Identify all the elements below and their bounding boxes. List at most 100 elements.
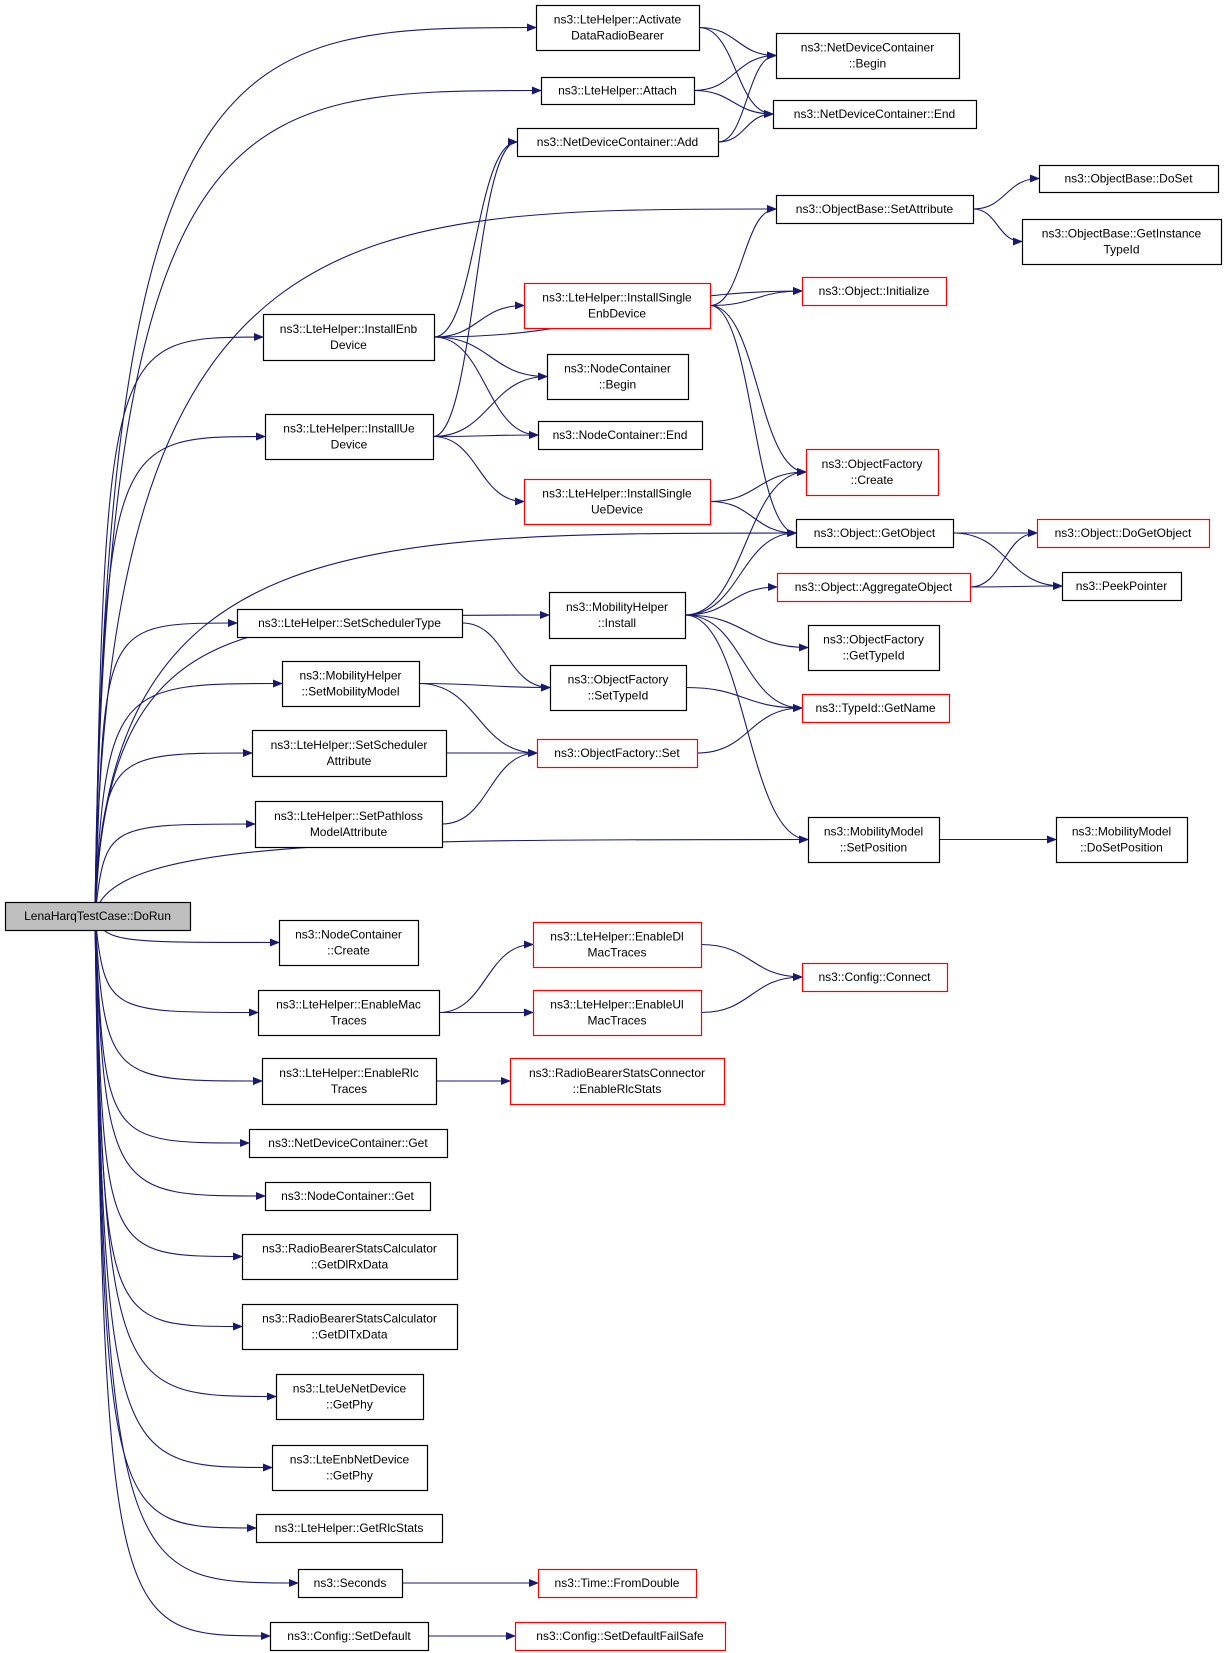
- node-ue-get-phy[interactable]: ns3::LteUeNetDevice::GetPhy: [275, 1373, 425, 1421]
- node-box: [523, 282, 712, 330]
- node-box: [801, 276, 948, 307]
- node-mm-do-set-pos[interactable]: ns3::MobilityModel::DoSetPosition: [1055, 816, 1189, 864]
- node-seconds[interactable]: ns3::Seconds: [297, 1568, 404, 1599]
- node-label: ns3::NetDeviceContainer::Get: [268, 1136, 428, 1150]
- node-box: [540, 76, 696, 106]
- node-rbs-enable-rlc[interactable]: ns3::RadioBearerStatsConnector::EnableRl…: [509, 1057, 726, 1106]
- node-label: ::SetTypeId: [588, 689, 649, 703]
- node-of-set-type-id[interactable]: ns3::ObjectFactory::SetTypeId: [549, 664, 688, 712]
- node-nc-create[interactable]: ns3::NodeContainer::Create: [278, 919, 420, 967]
- node-box: [807, 816, 941, 864]
- edge-root-to-ue-get-phy: [94, 915, 277, 1401]
- node-ndc-begin[interactable]: ns3::NetDeviceContainer::Begin: [775, 32, 961, 80]
- edge-ndc-add-to-ndc-begin: [717, 51, 777, 143]
- node-box: [775, 194, 975, 225]
- node-box: [241, 1233, 459, 1281]
- node-box: [297, 1568, 404, 1599]
- node-ob-do-set[interactable]: ns3::ObjectBase::DoSet: [1038, 164, 1220, 194]
- node-cfg-set-default-fs[interactable]: ns3::Config::SetDefaultFailSafe: [514, 1621, 727, 1652]
- edge-mh-install-to-obj-aggregate: [684, 583, 778, 616]
- node-label: ns3::Time::FromDouble: [555, 1576, 680, 1590]
- node-label: ns3::RadioBearerStatsCalculator: [262, 1312, 437, 1326]
- node-of-set[interactable]: ns3::ObjectFactory::Set: [536, 738, 699, 769]
- node-mm-set-pos[interactable]: ns3::MobilityModel::SetPosition: [807, 816, 941, 864]
- node-box: [1055, 816, 1189, 864]
- node-of-get-type-id[interactable]: ns3::ObjectFactory::GetTypeId: [807, 624, 941, 672]
- node-get-dl-rx[interactable]: ns3::RadioBearerStatsCalculator::GetDlRx…: [241, 1233, 459, 1281]
- node-box: [281, 660, 421, 708]
- node-mh-set-mob-model[interactable]: ns3::MobilityHelper::SetMobilityModel: [281, 660, 421, 708]
- edge-root-to-set-sched-attr: [94, 749, 253, 917]
- node-get-rlc-stats[interactable]: ns3::LteHelper::GetRlcStats: [255, 1513, 444, 1544]
- node-obj-init[interactable]: ns3::Object::Initialize: [801, 276, 948, 307]
- node-label: ns3::MobilityModel: [1072, 825, 1171, 839]
- node-label: ns3::Config::SetDefaultFailSafe: [536, 1629, 704, 1643]
- edge-mh-install-to-of-create: [684, 468, 807, 616]
- node-label: ns3::MobilityHelper: [566, 600, 668, 614]
- node-label: ::Begin: [599, 378, 636, 392]
- node-label: ns3::LteHelper::EnableDl: [550, 930, 683, 944]
- node-label: ns3::ObjectFactory::Set: [554, 746, 680, 760]
- node-ndc-get[interactable]: ns3::NetDeviceContainer::Get: [248, 1128, 449, 1159]
- node-nc-end[interactable]: ns3::NodeContainer::End: [537, 420, 704, 451]
- node-nc-begin[interactable]: ns3::NodeContainer::Begin: [546, 353, 690, 401]
- edge-inst-single-enb-to-ob-set-attr: [709, 205, 777, 307]
- node-box: [261, 1057, 438, 1106]
- node-from-double[interactable]: ns3::Time::FromDouble: [537, 1568, 698, 1599]
- node-label: ns3::LteHelper::Activate: [554, 13, 682, 27]
- node-box: [264, 1181, 432, 1212]
- node-label: ns3::RadioBearerStatsConnector: [529, 1066, 705, 1080]
- node-box: [548, 591, 687, 640]
- node-label: Traces: [330, 1014, 366, 1028]
- node-cfg-connect[interactable]: ns3::Config::Connect: [801, 962, 949, 993]
- node-label: ::GetDlRxData: [311, 1258, 389, 1272]
- edge-inst-single-enb-to-of-create: [709, 304, 807, 476]
- node-root[interactable]: LenaHarqTestCase::DoRun: [4, 901, 192, 932]
- node-box: [254, 800, 444, 849]
- node-box: [236, 608, 464, 639]
- node-obj-do-get-object[interactable]: ns3::Object::DoGetObject: [1036, 518, 1211, 549]
- node-ndc-add[interactable]: ns3::NetDeviceContainer::Add: [516, 127, 720, 158]
- node-ndc-end[interactable]: ns3::NetDeviceContainer::End: [772, 99, 978, 130]
- node-box: [549, 664, 688, 712]
- node-obj-aggregate[interactable]: ns3::Object::AggregateObject: [776, 572, 972, 603]
- node-attach[interactable]: ns3::LteHelper::Attach: [540, 76, 696, 106]
- node-label: ns3::Object::Initialize: [819, 284, 930, 298]
- node-box: [1021, 218, 1223, 266]
- edge-attach-to-ndc-end: [693, 89, 774, 118]
- edge-ob-set-attr-to-ob-get-inst: [972, 208, 1023, 246]
- node-box: [269, 1621, 430, 1652]
- edge-enable-dl-to-cfg-connect: [700, 943, 803, 981]
- node-cfg-set-default[interactable]: ns3::Config::SetDefault: [269, 1621, 430, 1652]
- node-enb-get-phy[interactable]: ns3::LteEnbNetDevice::GetPhy: [271, 1444, 429, 1492]
- node-of-create[interactable]: ns3::ObjectFactory::Create: [805, 448, 940, 497]
- edge-inst-single-ue-to-of-create: [709, 468, 807, 503]
- node-set-pathloss[interactable]: ns3::LteHelper::SetPathlossModelAttribut…: [254, 800, 444, 849]
- node-type-id-get-name[interactable]: ns3::TypeId::GetName: [801, 693, 951, 724]
- node-mh-install[interactable]: ns3::MobilityHelper::Install: [548, 591, 687, 640]
- node-set-sched-type[interactable]: ns3::LteHelper::SetSchedulerType: [236, 608, 464, 639]
- node-label: ns3::MobilityModel: [824, 825, 923, 839]
- node-get-dl-tx[interactable]: ns3::RadioBearerStatsCalculator::GetDlTx…: [241, 1303, 459, 1351]
- node-label: EnbDevice: [588, 307, 646, 321]
- edge-root-to-get-dl-tx: [94, 915, 243, 1331]
- node-box: [532, 921, 703, 969]
- node-nc-get[interactable]: ns3::NodeContainer::Get: [264, 1181, 432, 1212]
- edge-mh-install-to-mm-set-pos: [684, 614, 809, 844]
- node-label: ::GetPhy: [326, 1398, 373, 1412]
- node-peek-pointer[interactable]: ns3::PeekPointer: [1061, 571, 1183, 602]
- node-obj-get-object[interactable]: ns3::Object::GetObject: [795, 518, 955, 549]
- edge-root-to-obj-get-object: [94, 529, 797, 917]
- node-ob-set-attr[interactable]: ns3::ObjectBase::SetAttribute: [775, 194, 975, 225]
